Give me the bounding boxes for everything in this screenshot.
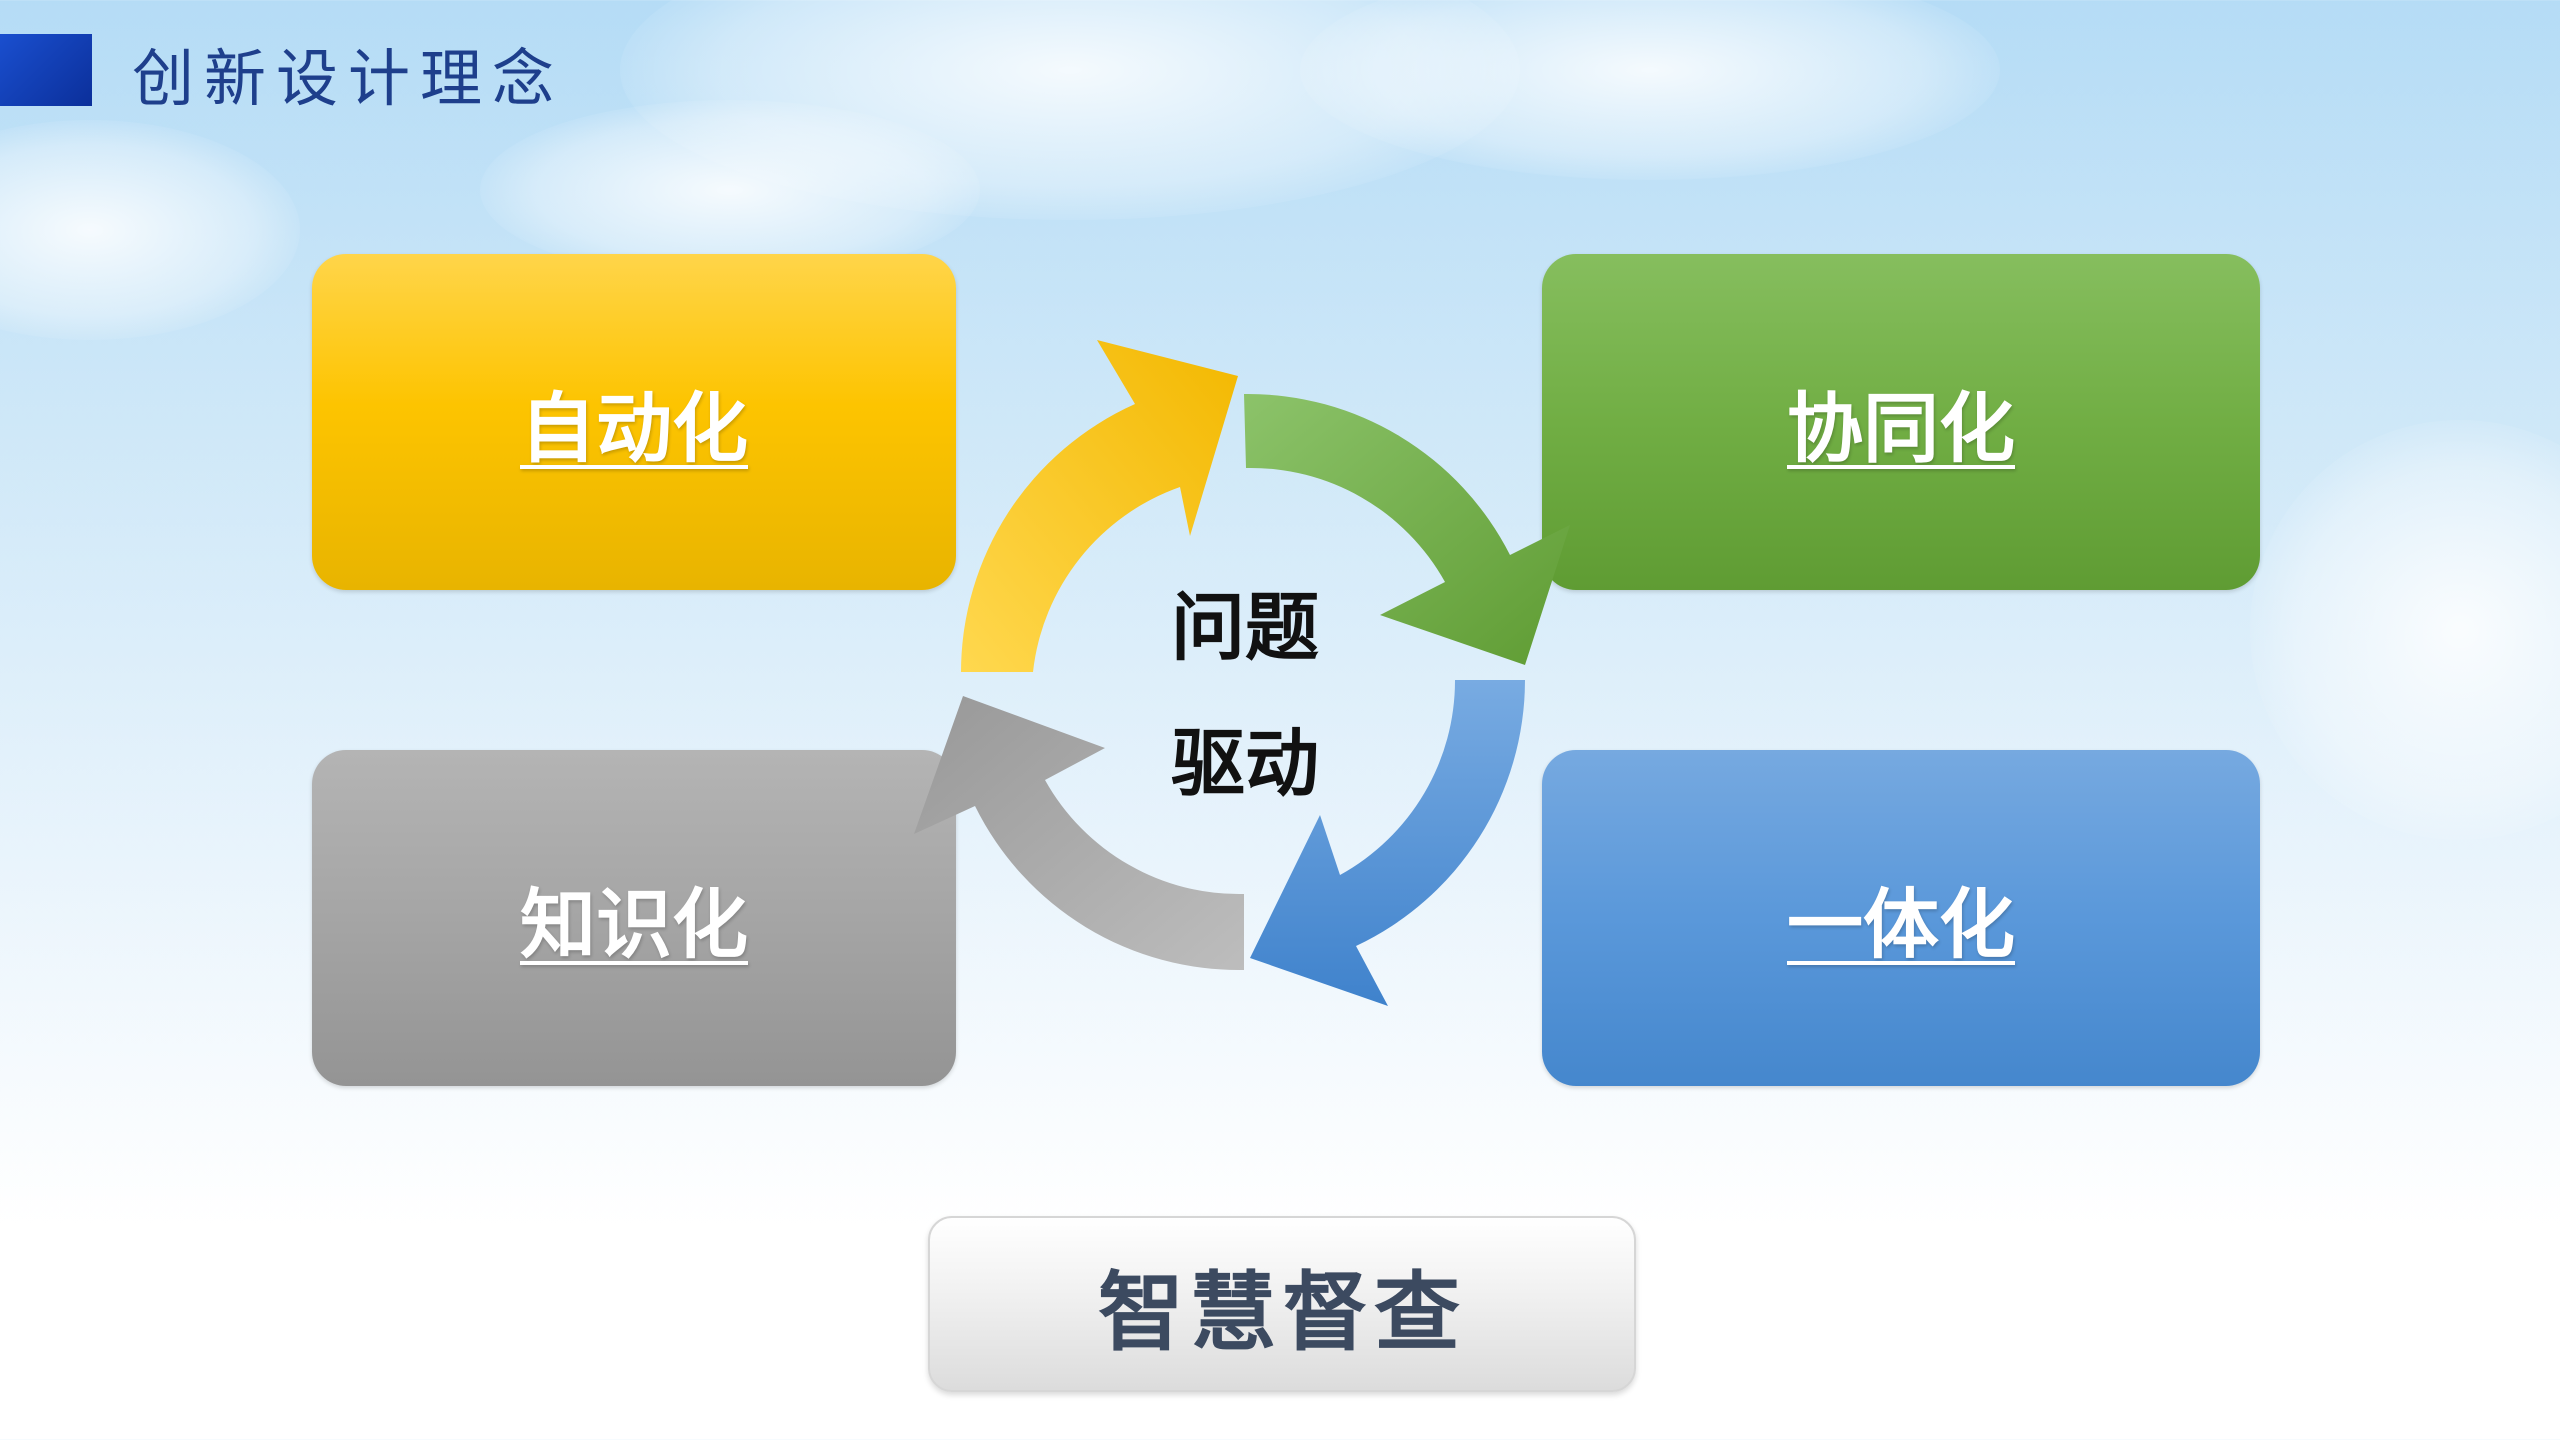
- center-label-line1: 问题: [1171, 585, 1319, 671]
- cycle-arrow-blue: [1250, 680, 1525, 1006]
- cycle-arrow-gray: [914, 696, 1244, 971]
- smart-inspection-label: 智慧督查: [1098, 1261, 1466, 1363]
- collaboration-box[interactable]: 协同化: [1542, 254, 2260, 590]
- cloud-decoration: [1300, 0, 2000, 180]
- smart-inspection-button[interactable]: 智慧督查: [928, 1216, 1636, 1392]
- cycle-arrow-yellow: [961, 340, 1238, 672]
- integration-box[interactable]: 一体化: [1542, 750, 2260, 1086]
- cloud-decoration: [2250, 420, 2560, 840]
- knowledge-link[interactable]: 知识化: [520, 880, 748, 969]
- cloud-decoration: [0, 120, 300, 340]
- automation-link[interactable]: 自动化: [520, 384, 748, 473]
- automation-box[interactable]: 自动化: [312, 254, 956, 590]
- knowledge-box[interactable]: 知识化: [312, 750, 956, 1086]
- cycle-arrow-green: [1244, 393, 1570, 665]
- page-title: 创新设计理念: [132, 42, 565, 115]
- cloud-decoration: [620, 0, 1520, 220]
- cloud-decoration: [480, 100, 980, 280]
- collaboration-link[interactable]: 协同化: [1787, 384, 2015, 473]
- integration-link[interactable]: 一体化: [1787, 880, 2015, 969]
- center-label-line2: 驱动: [1171, 721, 1319, 807]
- header-accent-block: [0, 34, 92, 106]
- cycle-diagram: [914, 340, 1570, 1006]
